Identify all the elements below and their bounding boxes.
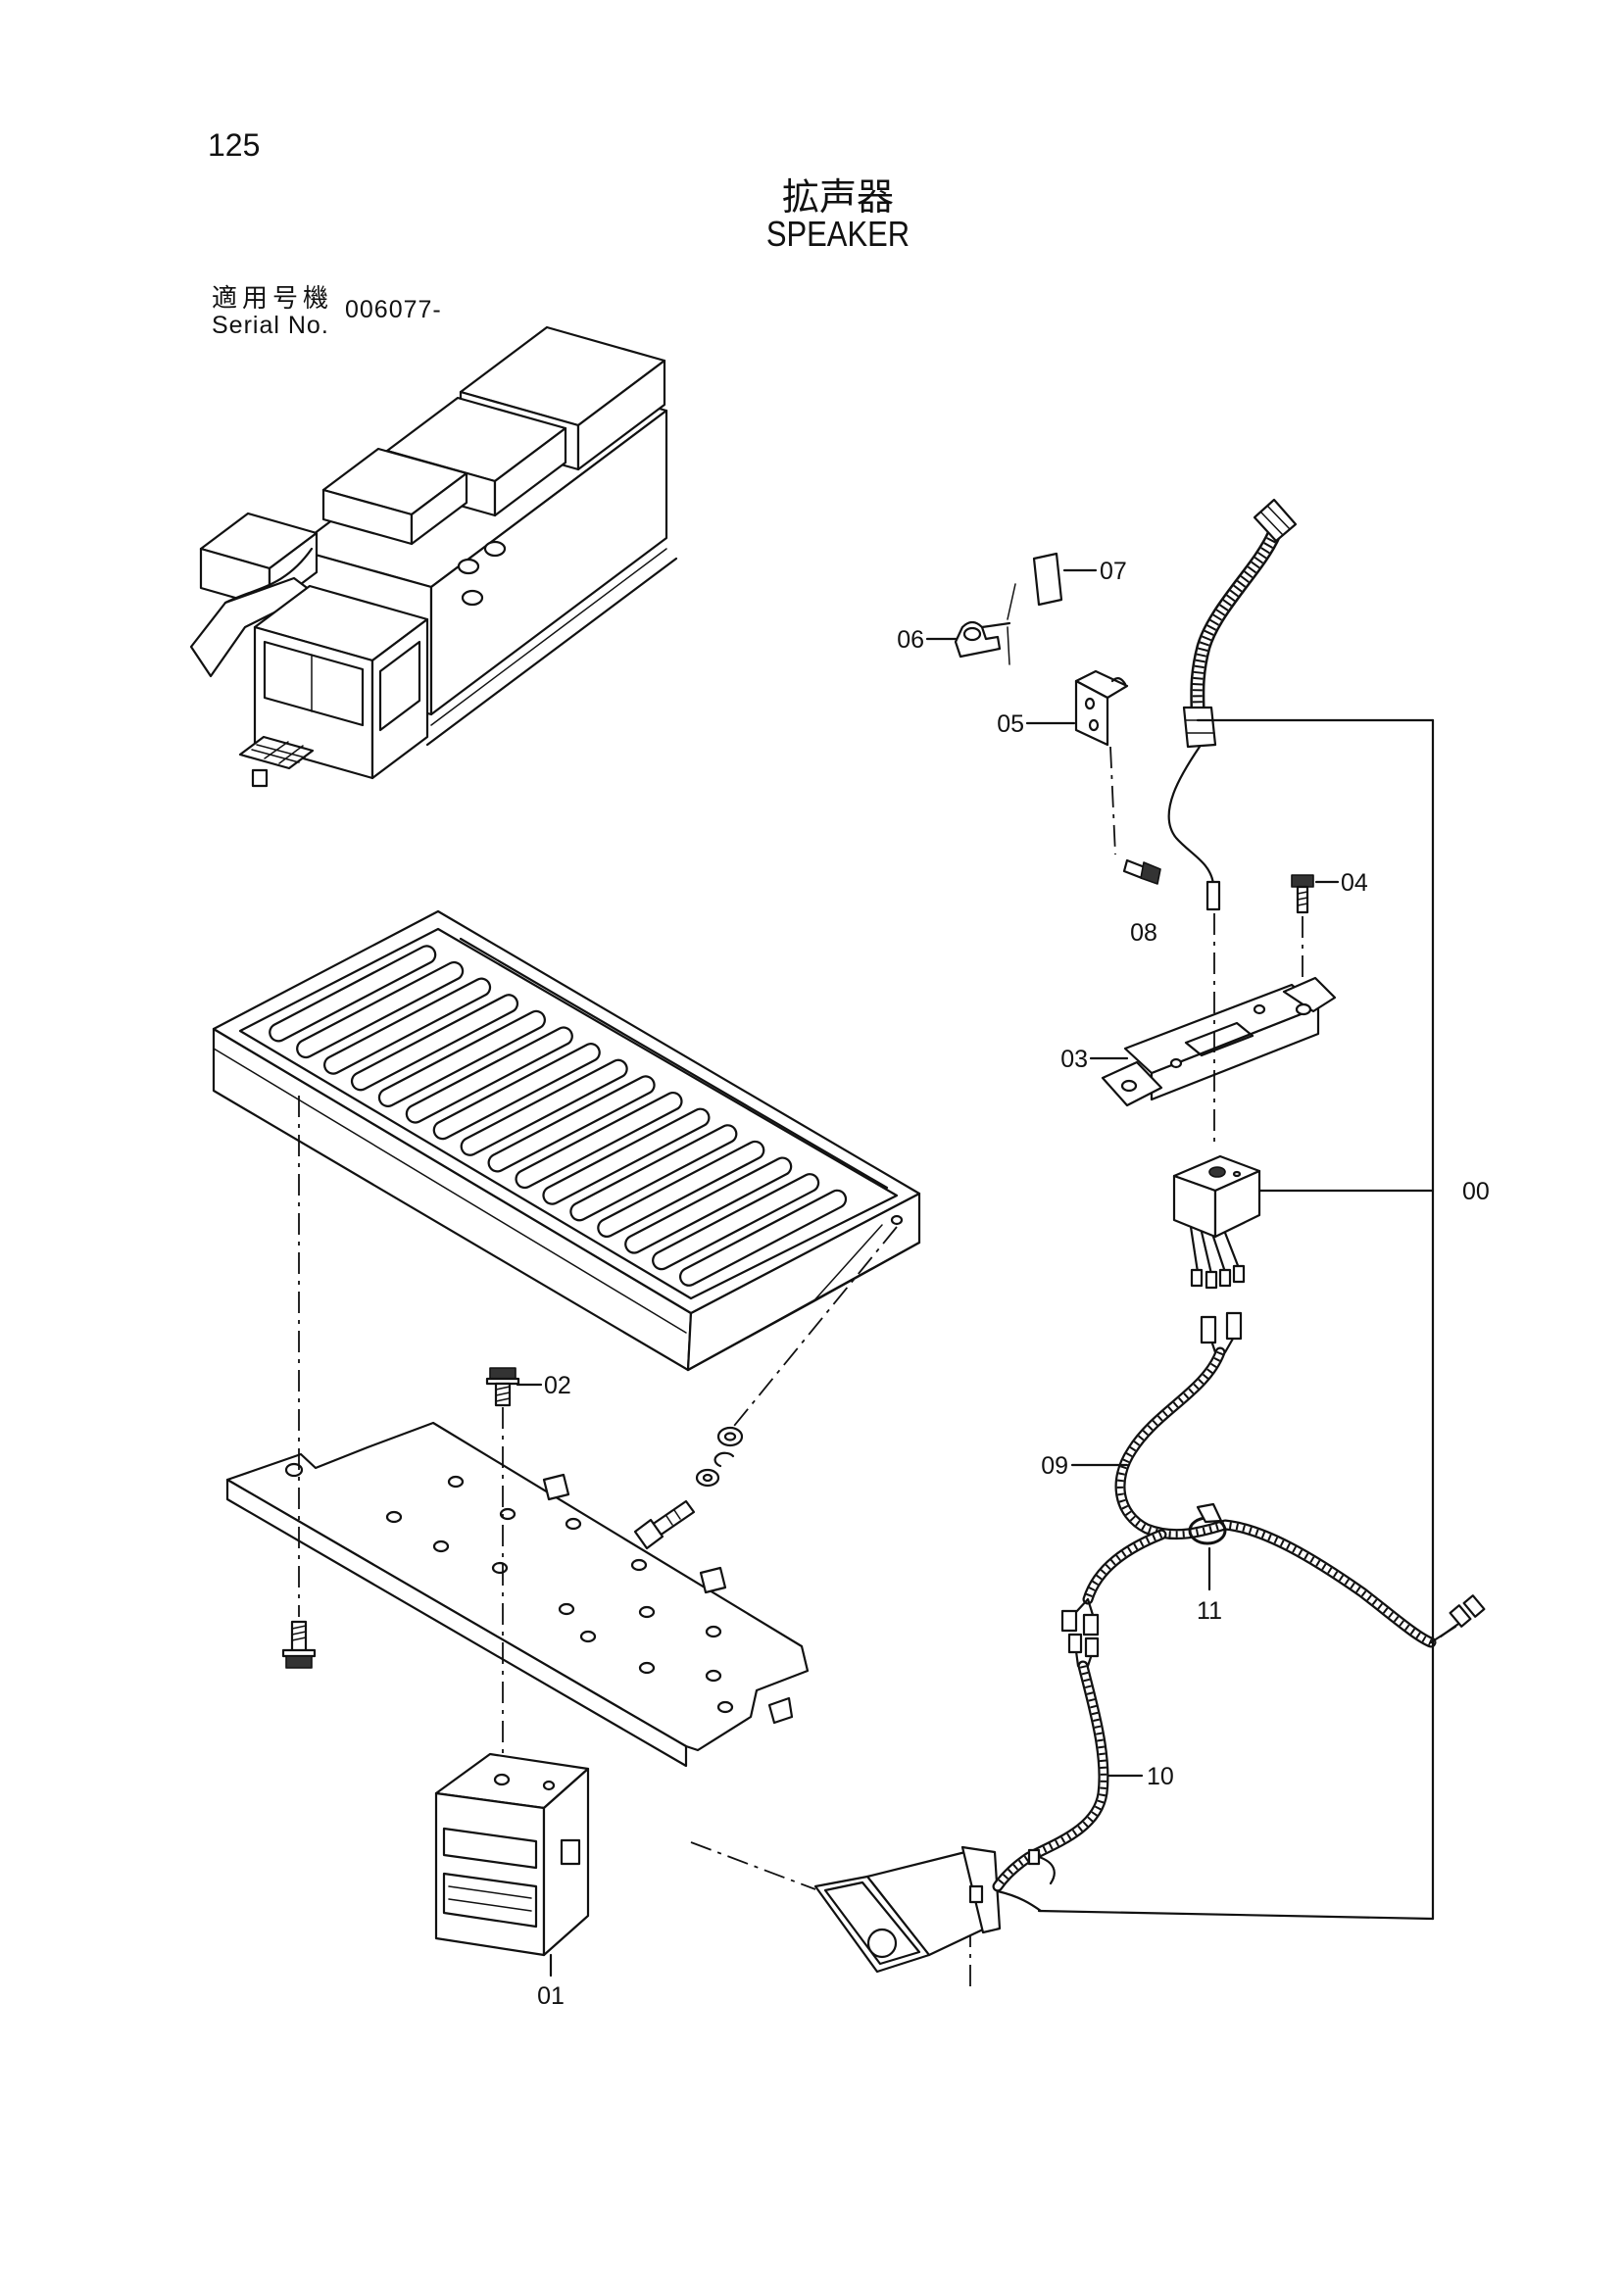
grating-slot	[487, 1075, 656, 1173]
clamp-06	[954, 620, 1011, 659]
grating-slot	[542, 1107, 711, 1205]
callout-00: 00	[1462, 1178, 1490, 1205]
callout-05: 05	[997, 710, 1024, 738]
assembly-line	[1007, 626, 1010, 665]
speaker-cable	[992, 1633, 1109, 1913]
bolt-08	[1122, 858, 1161, 885]
serial-label-japanese: 適用号機	[212, 283, 334, 313]
assembly-line	[729, 1226, 898, 1432]
grating-slot	[515, 1091, 683, 1190]
page-title-japanese: 拡声器	[781, 177, 894, 219]
plate-bolt	[281, 1620, 317, 1669]
assembly-line	[1007, 583, 1016, 620]
assembly-line	[1109, 746, 1116, 855]
excavator-overview-illustration	[189, 325, 678, 788]
callout-03: 03	[1060, 1046, 1088, 1073]
callout-07: 07	[1100, 558, 1127, 585]
grating-slot	[597, 1140, 765, 1239]
page-title-english: SPEAKER	[765, 214, 910, 254]
assembly-line	[690, 1841, 816, 1890]
serial-label-english: Serial No.	[212, 312, 329, 339]
callout-04: 04	[1341, 869, 1368, 897]
grating-slot	[405, 1026, 573, 1124]
step-grating	[212, 909, 921, 1372]
grating-slot	[460, 1058, 628, 1156]
grating-slot	[296, 960, 465, 1059]
speaker-horn	[813, 1845, 1002, 1974]
grating-slot	[350, 994, 519, 1092]
callout-08: 08	[1130, 919, 1157, 947]
grating-slot	[652, 1173, 820, 1271]
grating-slot	[432, 1043, 601, 1141]
callout-09: 09	[1041, 1452, 1068, 1480]
connection-lines	[1037, 718, 1435, 1921]
callout-02: 02	[544, 1372, 571, 1399]
grating-slot	[624, 1156, 793, 1254]
page-number: 125	[208, 127, 261, 163]
callout-06: 06	[897, 626, 924, 654]
callout-10: 10	[1147, 1763, 1174, 1790]
plate-holes	[284, 1462, 734, 1714]
amplifier-bracket	[1101, 976, 1337, 1107]
speaker-bracket	[434, 1752, 590, 1957]
mounting-plate	[225, 1421, 810, 1768]
callout-01: 01	[537, 1982, 565, 2010]
amplifier-unit	[1172, 1154, 1261, 1290]
grating-slots	[269, 945, 848, 1287]
grating-slot	[269, 945, 437, 1043]
cable-band	[1188, 1502, 1227, 1545]
step-bolt-and-washers	[633, 1426, 744, 1550]
plate-07	[1032, 552, 1063, 607]
serial-number-value: 006077-	[345, 296, 442, 323]
grating-slot	[377, 1009, 546, 1108]
callout-11: 11	[1197, 1597, 1222, 1625]
microphone	[1167, 498, 1298, 911]
bolt-02	[485, 1367, 520, 1407]
grating-slot	[569, 1124, 738, 1222]
bolt-04	[1291, 874, 1314, 914]
bracket-05	[1074, 669, 1129, 747]
grating-slot	[322, 977, 492, 1075]
wiring-harness	[1060, 1311, 1486, 1648]
grating-slot	[678, 1189, 848, 1287]
